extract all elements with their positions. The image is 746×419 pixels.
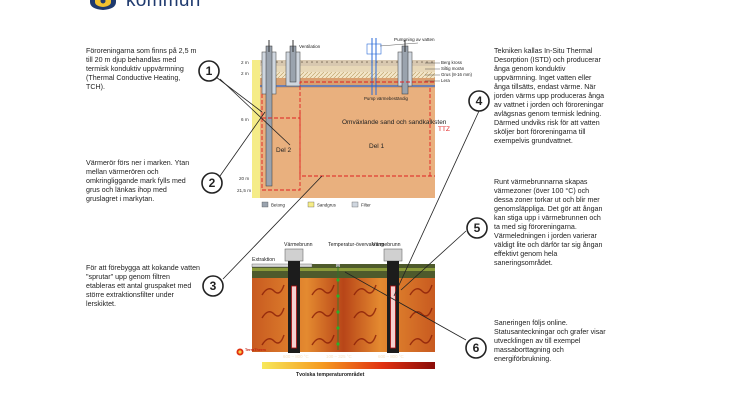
pump-tower [366, 38, 382, 95]
layer-crushed-rock [252, 60, 435, 66]
depth-strip [252, 60, 260, 198]
svg-text:6: 6 [473, 341, 480, 355]
well-left-label: Värmebrunn [284, 242, 313, 248]
layer-label: Lera [441, 78, 450, 83]
del1-label: Del 1 [369, 143, 385, 150]
del1-zone-outline [299, 112, 435, 177]
bottom-cross-section: Extraktion Värmebrunn Värmebrunn Tempera… [236, 242, 435, 378]
callout-badge-4: 4 [468, 90, 490, 112]
pump-label: Pump värmebeständig [364, 96, 408, 101]
callout-badge-1: 1 [198, 60, 220, 82]
legend-item: Filter [361, 203, 371, 208]
well-middle [285, 40, 301, 87]
ventilation-label: Ventilation [299, 44, 321, 49]
svg-text:1: 1 [206, 64, 213, 78]
depth-label: 6 m [241, 117, 249, 122]
svg-text:3: 3 [210, 279, 217, 293]
layer-label: Berg kross [441, 60, 463, 65]
ttz-label: TTZ [438, 126, 450, 133]
layer-gravel [252, 72, 435, 78]
layer-silty-moraine [252, 66, 435, 72]
leader-lines [215, 76, 480, 341]
top-legend: Betong Sandgrus Filter [261, 201, 371, 208]
depth-label: 20 m [239, 176, 249, 181]
legend-item: Betong [271, 203, 285, 208]
callout-2-text: Värmerör förs ner i marken. Ytan mellan … [86, 159, 190, 203]
org-name: kommun [126, 0, 201, 11]
temp-label: 100 – 325 °C [326, 354, 352, 359]
depth-label: 2 m [241, 60, 249, 65]
monitoring-label: Temperatur-övervakning [328, 242, 384, 248]
steam-arrows [261, 284, 433, 346]
layer-label: Siltig morän [441, 66, 465, 71]
well-left [261, 40, 277, 187]
top-cross-section: 2 m 2 m 6 m 20 m 21,5 m [237, 37, 473, 208]
callout-3-text: För att förebygga att kokande vatten "sp… [86, 264, 200, 308]
callout-badge-5: 5 [466, 217, 488, 239]
well-right-label: Värmebrunn [372, 242, 401, 248]
svg-text:4: 4 [476, 94, 483, 108]
soil-label: Omväxlande sand och sandkalksten [342, 119, 447, 126]
temp-label: 600 – 800 °C [283, 354, 309, 359]
layer-sand-sandstone [252, 88, 435, 198]
pumping-label: Pumpning av vatten [394, 37, 435, 42]
well-right [397, 40, 413, 95]
svg-text:TerraTherm: TerraTherm [245, 348, 266, 352]
callout-1-text: Föroreningarna som finns på 2,5 m till 2… [86, 47, 197, 91]
terratherm-logo: TerraTherm [236, 348, 266, 356]
coat-of-arms-logo [90, 0, 116, 10]
callout-badge-6: 6 [465, 337, 487, 359]
callout-5-text: Runt värmebrunnarna skapas värmezoner (ö… [494, 178, 603, 267]
callout-6-text: Saneringen följs online. Statusantecknin… [494, 319, 606, 363]
svg-text:2: 2 [209, 176, 216, 190]
depth-label: 21,5 m [237, 188, 251, 193]
extraction-label: Extraktion [252, 257, 275, 263]
temperature-scale-title: Tvoiska temperaturområdet [296, 371, 365, 378]
layer-clay [252, 78, 435, 88]
layer-label: Grus (8-16 mm) [441, 72, 473, 77]
temp-label: 600 – 800 °C [378, 354, 404, 359]
callout-4-text: Tekniken kallas In-Situ Thermal Desorpti… [494, 47, 605, 145]
del2-label: Del 2 [276, 147, 292, 154]
extraction-pipe [251, 263, 313, 268]
temperature-scale-bar [262, 362, 435, 369]
temperature-monitoring-probe [336, 264, 340, 350]
callout-badge-3: 3 [202, 275, 224, 297]
heating-well-right [383, 248, 403, 353]
callout-badge-2: 2 [201, 172, 223, 194]
heating-well-left [284, 248, 304, 353]
legend-item: Sandgrus [317, 203, 337, 208]
svg-text:5: 5 [474, 221, 481, 235]
del2-zone-outline [261, 81, 435, 191]
depth-label: 2 m [241, 71, 249, 76]
